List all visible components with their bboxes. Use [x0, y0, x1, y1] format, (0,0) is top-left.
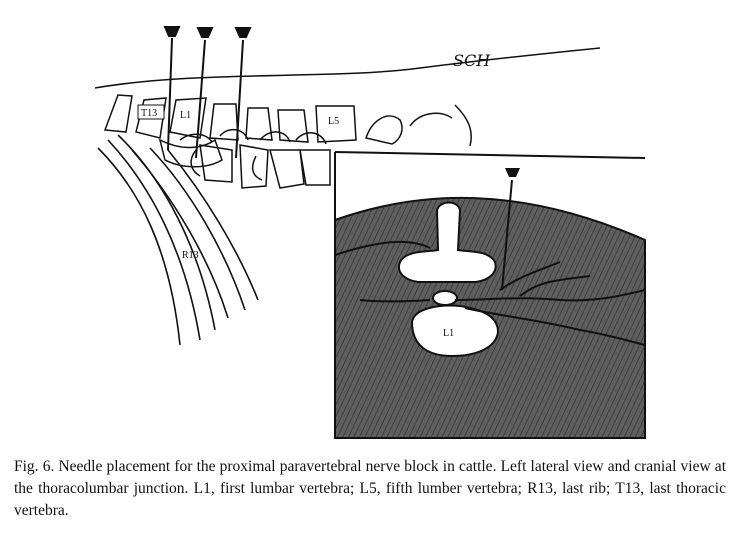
- label-l1: L1: [180, 110, 191, 121]
- needle-hub-icon: [165, 27, 179, 36]
- inset-cranial-view: L1: [335, 152, 647, 438]
- ribs: [98, 135, 258, 345]
- figure-caption: Fig. 6. Needle placement for the proxima…: [14, 456, 726, 522]
- label-inset-l1: L1: [443, 328, 454, 339]
- lateral-and-cranial-view-drawing: T13 L1 L5 R13 SCH L1: [0, 0, 747, 450]
- label-t13: T13: [141, 108, 157, 119]
- artist-signature: SCH: [453, 51, 491, 70]
- needle-hub-icon: [236, 28, 250, 37]
- label-l5: L5: [328, 116, 339, 127]
- label-r13: R13: [182, 250, 199, 261]
- figure-illustration: T13 L1 L5 R13 SCH L1: [0, 0, 747, 450]
- needle-hub-icon: [198, 28, 212, 37]
